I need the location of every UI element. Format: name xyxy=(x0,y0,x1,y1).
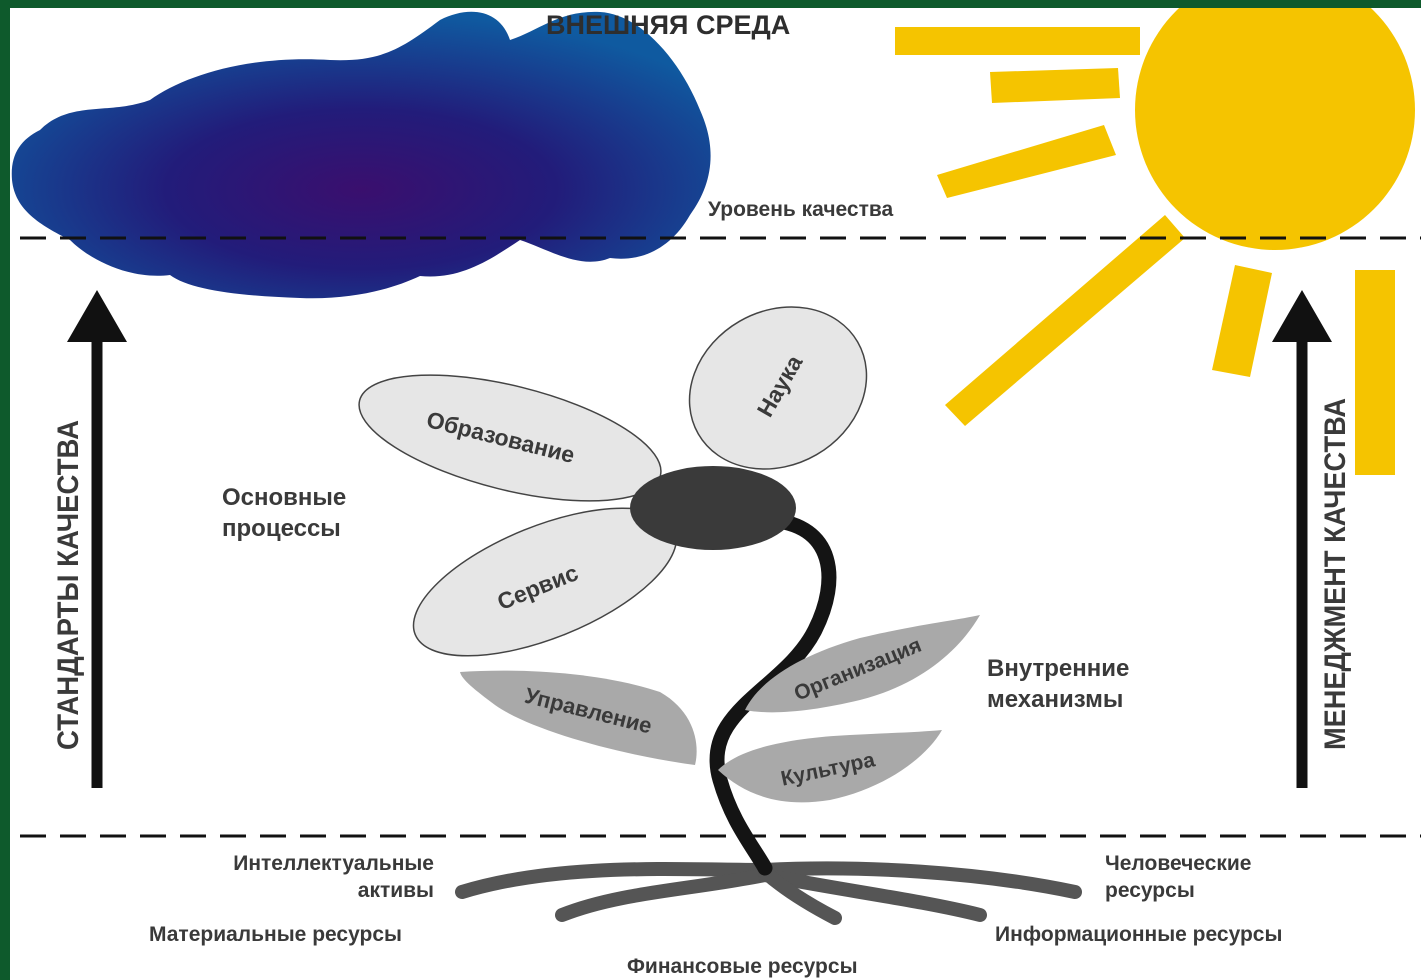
material-resources-label: Материальные ресурсы xyxy=(149,923,402,946)
cloud-shape xyxy=(11,11,711,299)
quality-level-label: Уровень качества xyxy=(708,198,894,221)
intellectual-assets-label: Интеллектуальные активы xyxy=(138,850,434,904)
left-arrow xyxy=(67,290,127,788)
internal-mechanisms-line1: Внутренние xyxy=(987,655,1130,682)
information-resources-label: Информационные ресурсы xyxy=(995,923,1283,946)
root-mid xyxy=(758,865,842,925)
core-processes-line1: Основные xyxy=(222,484,347,511)
root-right-top xyxy=(758,861,1082,899)
root-left-bottom xyxy=(555,868,772,922)
sun-ray xyxy=(1212,265,1272,377)
diagram-canvas: Образование Наука Сервис Управление Орга… xyxy=(10,8,1421,980)
sun xyxy=(895,8,1415,475)
sun-disc xyxy=(1135,8,1415,250)
sun-ray xyxy=(1355,270,1395,475)
sun-ray xyxy=(945,215,1185,426)
root-right-bottom xyxy=(758,868,987,922)
diagram-graphics: Образование Наука Сервис Управление Орга… xyxy=(11,8,1421,925)
roots xyxy=(455,861,1082,925)
core-processes-label: Основные процессы xyxy=(222,482,346,544)
left-axis-label: СТАНДАРТЫ КАЧЕСТВА xyxy=(52,420,85,750)
intellectual-assets-line1: Интеллектуальные xyxy=(233,852,434,875)
right-arrow xyxy=(1272,290,1332,788)
petal-science xyxy=(688,306,868,470)
flower-center xyxy=(630,466,796,550)
internal-mechanisms-line2: механизмы xyxy=(987,686,1124,713)
human-resources-line1: Человеческие xyxy=(1105,852,1252,875)
sun-ray xyxy=(990,68,1120,103)
human-resources-label: Человеческие ресурсы xyxy=(1105,850,1252,904)
internal-mechanisms-label: Внутренние механизмы xyxy=(987,653,1129,715)
right-axis-label: МЕНЕДЖМЕНТ КАЧЕСТВА xyxy=(1319,398,1352,750)
intellectual-assets-line2: активы xyxy=(357,879,434,902)
sun-ray xyxy=(937,125,1116,198)
petal-education xyxy=(358,374,662,502)
diagram-title: ВНЕШНЯЯ СРЕДА xyxy=(546,10,791,40)
leaf-culture xyxy=(718,730,942,803)
sun-ray xyxy=(895,27,1140,55)
leaf-management xyxy=(460,670,697,765)
core-processes-line2: процессы xyxy=(222,515,341,542)
root-left-top xyxy=(455,862,772,899)
financial-resources-label: Финансовые ресурсы xyxy=(627,955,858,978)
leaf-organization xyxy=(745,615,980,713)
human-resources-line2: ресурсы xyxy=(1105,879,1195,902)
